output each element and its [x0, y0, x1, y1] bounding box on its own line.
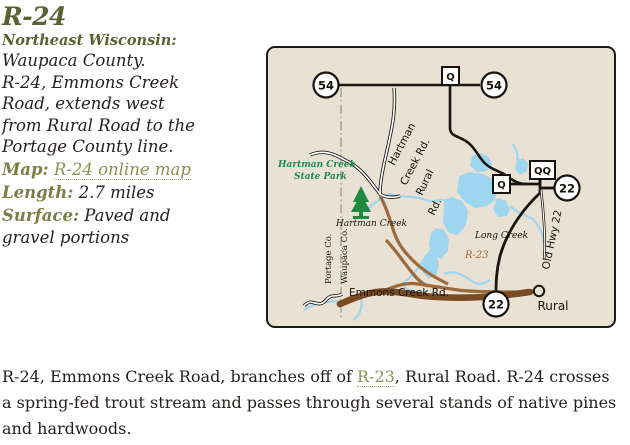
fact-value-surface: Paved and	[84, 205, 171, 225]
marker-q-mid[interactable]: Q	[492, 174, 511, 194]
marker-qq[interactable]: QQ	[529, 160, 556, 180]
surface-continuation-line: gravel portions	[2, 227, 130, 247]
shield-22-east-label: 22	[559, 182, 575, 196]
route-note: R-24, Emmons Creek Road, branches off of…	[2, 364, 622, 442]
description-line: R-24, Emmons Creek	[2, 72, 180, 92]
description-line: Road, extends west	[2, 94, 165, 113]
shield-54-east[interactable]: 54	[480, 71, 508, 99]
fact-row-length: Length: 2.7 miles	[2, 182, 260, 204]
county-label-waupaca: Waupaca Co.	[340, 228, 350, 284]
map-canvas[interactable]: 54 54 22 22 Q Q QQ Hartman Creek State P…	[268, 48, 614, 326]
emmons-creek-rd-label: Emmons Creek Rd.	[349, 287, 449, 299]
r23-map-label: R-23	[464, 250, 489, 261]
fact-key-length: Length:	[2, 182, 74, 202]
park-tree-icon	[351, 186, 371, 219]
fact-key-map: Map:	[2, 159, 49, 179]
shield-22-east[interactable]: 22	[553, 174, 581, 202]
fact-row-surface: Surface: Paved and	[2, 205, 260, 227]
route-info-panel: R-24 Northeast Wisconsin: Waupaca County…	[2, 4, 260, 248]
fact-value-length: 2.7 miles	[78, 182, 155, 202]
page-title: R-24	[2, 2, 66, 31]
shield-22-south[interactable]: 22	[482, 290, 510, 318]
hartman-creek-label: Hartman Creek	[335, 219, 407, 229]
shield-22-south-label: 22	[488, 298, 504, 312]
route-map[interactable]: 54 54 22 22 Q Q QQ Hartman Creek State P…	[266, 46, 616, 328]
fact-key-surface: Surface:	[2, 205, 80, 225]
long-creek-label: Long Creek	[474, 231, 528, 241]
marker-q-north[interactable]: Q	[441, 66, 460, 86]
town-marker-rural[interactable]	[532, 284, 546, 298]
r23-link[interactable]: R-23	[356, 367, 395, 387]
shield-54-west[interactable]: 54	[312, 71, 340, 99]
local-roads-fill	[303, 87, 401, 307]
county-label-portage: Portage Co.	[324, 234, 334, 284]
shield-54-east-label: 54	[486, 79, 502, 93]
park-label-line1: Hartman Creek	[277, 160, 356, 170]
description-line: Portage County line.	[2, 137, 174, 156]
park-label-line2: State Park	[294, 172, 347, 182]
rural-rd-label-line1: Rural	[414, 168, 437, 198]
note-text-before: R-24, Emmons Creek Road, branches off of	[2, 367, 357, 386]
route-r23-north	[378, 195, 449, 286]
fact-row-map: Map: R-24 online map	[2, 159, 260, 181]
region-label: Northeast Wisconsin:	[2, 32, 177, 49]
note-text-after: , Rural Road. R-24 crosses a spring-fed …	[2, 367, 617, 438]
route-r23-upper	[384, 238, 429, 288]
online-map-link[interactable]: R-24 online map	[53, 159, 191, 180]
marker-q-mid-label: Q	[497, 180, 506, 191]
description-line: from Rural Road to the	[2, 115, 195, 135]
town-label-rural: Rural	[537, 299, 568, 313]
marker-q-north-label: Q	[446, 72, 455, 83]
marker-qq-label: QQ	[534, 166, 551, 177]
description-line: Waupaca County.	[2, 51, 146, 70]
shield-54-west-label: 54	[318, 79, 334, 93]
old-hwy-22-fill	[540, 189, 546, 261]
